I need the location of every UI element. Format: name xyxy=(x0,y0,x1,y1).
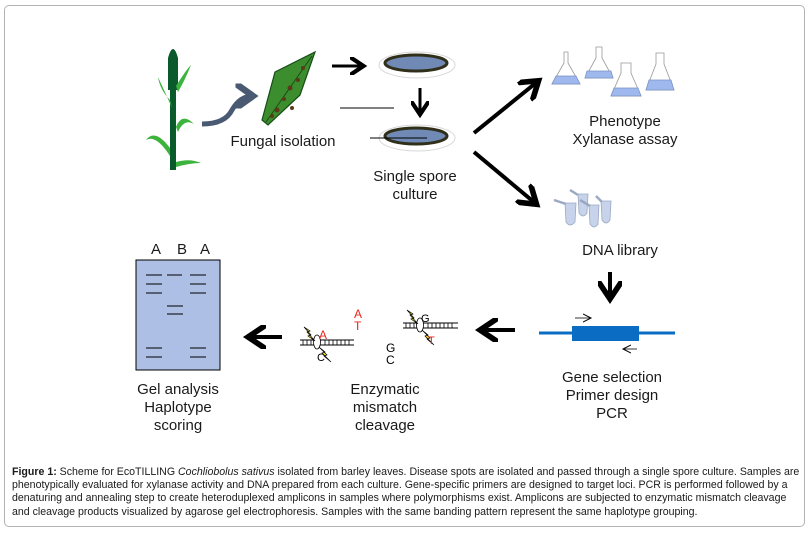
base-label-mismatch: A xyxy=(319,328,327,342)
figure-frame xyxy=(4,5,805,527)
gel-lane-label: A xyxy=(151,241,162,258)
label-line: Gene selection xyxy=(561,369,663,386)
tube-icon xyxy=(579,198,600,228)
barley-plant-icon xyxy=(146,49,201,170)
label-line: mismatch xyxy=(352,399,418,416)
caption-label: Figure 1: xyxy=(12,466,57,478)
flask-icon xyxy=(551,51,581,85)
label-line: cleavage xyxy=(354,417,416,434)
infected-leaf-icon xyxy=(261,50,317,126)
flask-icon xyxy=(610,62,642,97)
heteroduplex-icon xyxy=(300,326,354,363)
tube-icon xyxy=(595,195,612,224)
gel-lane-label: B xyxy=(177,241,188,258)
gel-icon xyxy=(135,259,221,371)
gel-lane-label: A xyxy=(200,241,211,258)
label-phenotype: Phenotype Xylanase assay xyxy=(560,113,690,149)
base-label: C xyxy=(386,353,395,367)
label-line: Gel analysis xyxy=(137,381,219,398)
curved-arrow-icon xyxy=(201,96,253,127)
label-fungal-isolation: Fungal isolation xyxy=(230,133,336,150)
arrow-to-dna-library xyxy=(472,150,535,203)
base-label: G xyxy=(386,341,395,355)
label-line: Single spore xyxy=(373,168,457,185)
base-label-mismatch: T xyxy=(354,319,362,333)
caption-species: Cochliobolus sativus xyxy=(178,466,275,478)
base-label: G xyxy=(421,313,430,325)
label-gel-analysis: Gel analysis Haplotype scoring xyxy=(128,381,228,435)
label-line: Haplotype xyxy=(144,399,212,416)
label-enzymatic-cleavage: Enzymatic mismatch cleavage xyxy=(335,381,435,435)
figure-caption: Figure 1: Scheme for EcoTILLING Cochliob… xyxy=(12,466,800,519)
label-line: Primer design xyxy=(565,387,659,404)
petri-dish-icon xyxy=(378,51,456,79)
label-dna-library: DNA library xyxy=(582,242,658,259)
label-line: Enzymatic xyxy=(350,381,420,398)
flask-icon xyxy=(584,46,614,79)
eco-tilling-diagram: G T G C A T A C xyxy=(135,46,675,371)
label-line: Xylanase assay xyxy=(572,131,678,148)
label-line: PCR xyxy=(596,405,628,422)
caption-text: Scheme for EcoTILLING xyxy=(56,466,179,478)
arrow-to-phenotype xyxy=(472,82,537,135)
label-gene-selection: Gene selection Primer design PCR xyxy=(552,369,672,423)
base-label-mismatch: T xyxy=(428,335,435,347)
base-label: C xyxy=(317,352,325,364)
tube-icon xyxy=(553,198,577,226)
label-line: culture xyxy=(392,186,438,203)
heteroduplex-icon xyxy=(403,309,458,346)
gene-primer-icon xyxy=(539,318,675,349)
label-line: scoring xyxy=(153,417,203,434)
caption-text: isolated from barley leaves. Disease spo… xyxy=(12,466,800,518)
petri-dish-icon xyxy=(370,124,456,152)
label-single-spore: Single spore culture xyxy=(360,168,470,204)
label-line: Phenotype xyxy=(589,113,661,130)
flask-icon xyxy=(645,52,675,91)
base-label-mismatch: A xyxy=(354,307,362,321)
